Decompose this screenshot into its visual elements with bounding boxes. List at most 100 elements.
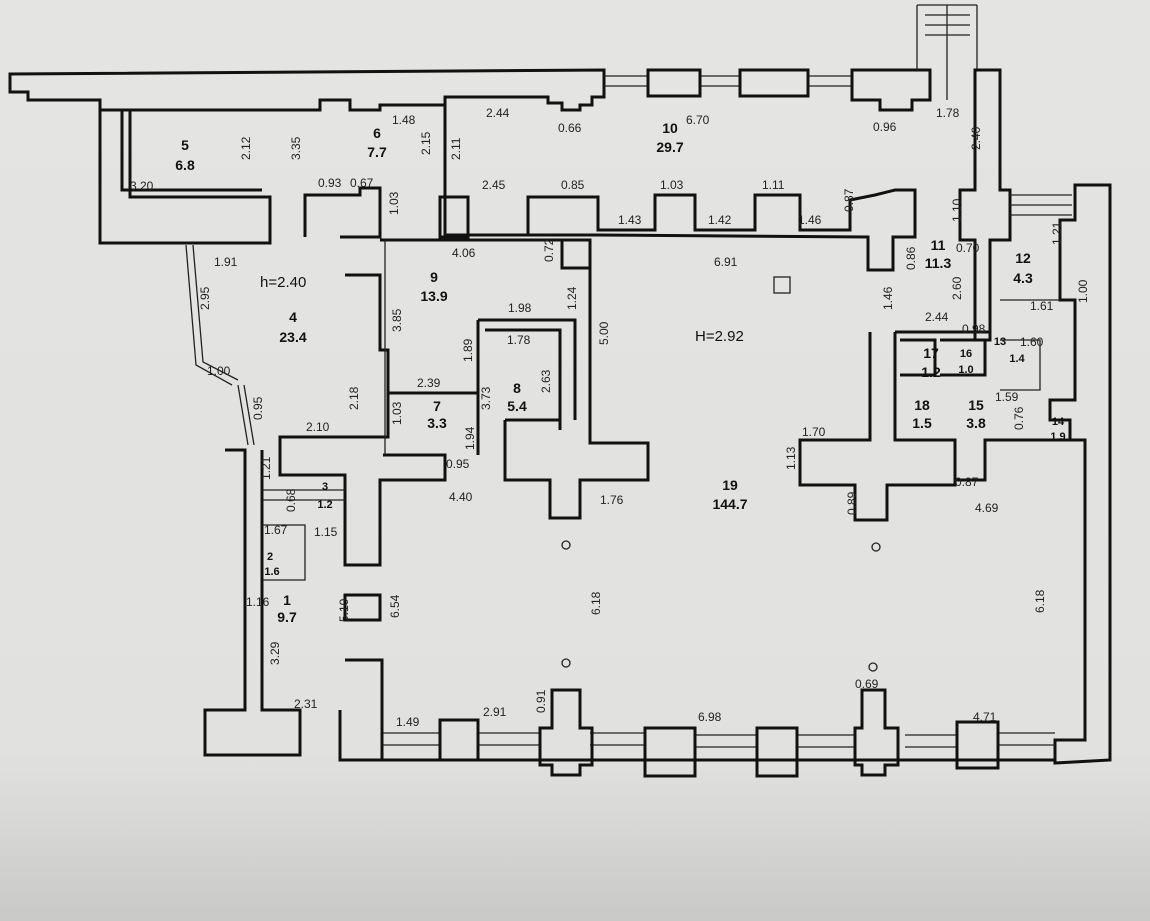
dimension-label: 1.78	[507, 333, 531, 347]
dimension-label: 1.10	[950, 198, 964, 222]
svg-text:11: 11	[931, 237, 946, 253]
dimension-label: 6.91	[714, 255, 738, 269]
dimension-label: 1.24	[565, 286, 579, 310]
dimension-label: 2.91	[483, 705, 507, 719]
svg-text:15: 15	[968, 397, 984, 413]
svg-text:9.7: 9.7	[277, 609, 297, 625]
svg-text:29.7: 29.7	[656, 139, 683, 155]
room-13: 131.4	[994, 336, 1026, 365]
dimension-label: 0.98	[962, 322, 986, 336]
dimension-label: 4.06	[452, 246, 476, 260]
dimension-label: 1.46	[881, 286, 895, 310]
dimension-label: 5.00	[597, 321, 611, 345]
svg-text:6.8: 6.8	[175, 157, 195, 173]
svg-text:3.3: 3.3	[427, 415, 447, 431]
svg-text:19: 19	[722, 477, 738, 493]
dimension-label: 1.76	[600, 493, 624, 507]
room-1: 19.7	[277, 592, 297, 625]
svg-text:1.2: 1.2	[921, 364, 941, 380]
dimension-label: 2.63	[539, 369, 553, 393]
room-17: 171.2	[921, 345, 941, 380]
dimension-label: 2.44	[925, 310, 949, 324]
walls	[8, 4, 1112, 778]
room-10: 10 29.7	[656, 120, 683, 155]
svg-text:2: 2	[267, 551, 273, 563]
dimension-label: 1.03	[390, 401, 404, 425]
dimension-label: 1.15	[314, 525, 338, 539]
svg-text:13: 13	[994, 336, 1006, 348]
svg-text:8: 8	[513, 380, 521, 396]
dimension-label: 0.86	[904, 246, 918, 270]
dimension-label: 1.43	[618, 213, 642, 227]
dimension-label: 1.03	[387, 191, 401, 215]
dimension-label: 1.60	[1020, 335, 1044, 349]
dimension-label: 1.00	[1076, 279, 1090, 303]
dimension-label: 1.48	[392, 113, 416, 127]
dimension-label: 3.20	[130, 179, 154, 193]
dimension-label: 6.18	[589, 591, 603, 615]
room-5: 56.8	[175, 137, 195, 173]
dimension-label: 2.15	[419, 131, 433, 155]
svg-text:5.4: 5.4	[507, 398, 527, 414]
dimension-label: 1.49	[396, 715, 420, 729]
dimension-label: 1.21	[259, 456, 273, 480]
dimension-label: 1.00	[207, 364, 231, 378]
dimension-label: 5.10	[337, 598, 351, 622]
dimension-label: 0.72	[542, 238, 556, 262]
dimension-label: 3.29	[268, 641, 282, 665]
dimension-label: 2.18	[347, 386, 361, 410]
svg-text:10: 10	[662, 120, 678, 136]
svg-text:1.6: 1.6	[264, 566, 279, 578]
corridor-height-label: h=2.40	[260, 274, 306, 291]
dimension-label: 1.03	[660, 178, 684, 192]
room-9: 913.9	[420, 269, 447, 304]
dimension-label: 0.70	[956, 241, 980, 255]
dimension-label: 1.94	[463, 426, 477, 450]
dimension-label: 1.11	[762, 178, 785, 192]
room-18: 181.5	[912, 397, 932, 431]
svg-text:1.4: 1.4	[1009, 353, 1025, 365]
dimension-label: 6.18	[1033, 589, 1047, 613]
dimension-label: 0.68	[284, 488, 298, 512]
dimension-label: 4.71	[973, 710, 997, 724]
dimension-label: 6.98	[698, 710, 722, 724]
room-6: 67.7	[367, 125, 387, 160]
dimension-label: 2.95	[198, 286, 212, 310]
svg-text:4: 4	[289, 309, 297, 325]
dimension-label: 0.87	[842, 188, 856, 212]
room-7: 73.3	[427, 398, 447, 431]
dimension-label: 0.85	[561, 178, 585, 192]
dimension-label: 1.42	[708, 213, 732, 227]
dimension-label: 0.95	[251, 396, 265, 420]
dimension-label: 2.31	[294, 697, 318, 711]
dimension-label: 0.95	[446, 457, 470, 471]
dimension-label: 1.89	[461, 338, 475, 362]
svg-text:1: 1	[283, 592, 291, 608]
svg-text:23.4: 23.4	[279, 329, 306, 345]
dimension-label: 6.54	[388, 594, 402, 618]
dimension-label: 1.13	[784, 446, 798, 470]
dimension-label: 1.16	[246, 595, 270, 609]
svg-text:7: 7	[433, 398, 441, 414]
hall-height-label: H=2.92	[695, 328, 744, 345]
svg-text:9: 9	[430, 269, 438, 285]
dimension-label: 2.12	[239, 136, 253, 160]
svg-text:11.3: 11.3	[925, 255, 952, 271]
svg-text:1.2: 1.2	[317, 499, 332, 511]
dimension-label: 0.69	[855, 677, 879, 691]
dimension-label: 0.91	[534, 689, 548, 713]
room-16: 161.0	[958, 348, 973, 376]
dimension-label: 3.35	[289, 136, 303, 160]
dimension-label: 2.40	[969, 126, 983, 150]
dimension-label: 2.45	[482, 178, 506, 192]
room-14: 141.9	[1050, 416, 1065, 443]
dimension-label: 0.89	[845, 491, 859, 515]
svg-text:3: 3	[322, 481, 328, 493]
dimension-label: 1.91	[214, 255, 238, 269]
room-3: 31.2	[317, 481, 332, 511]
dimension-label: 2.60	[950, 276, 964, 300]
dimension-label: 3.85	[390, 308, 404, 332]
svg-text:17: 17	[923, 345, 939, 361]
